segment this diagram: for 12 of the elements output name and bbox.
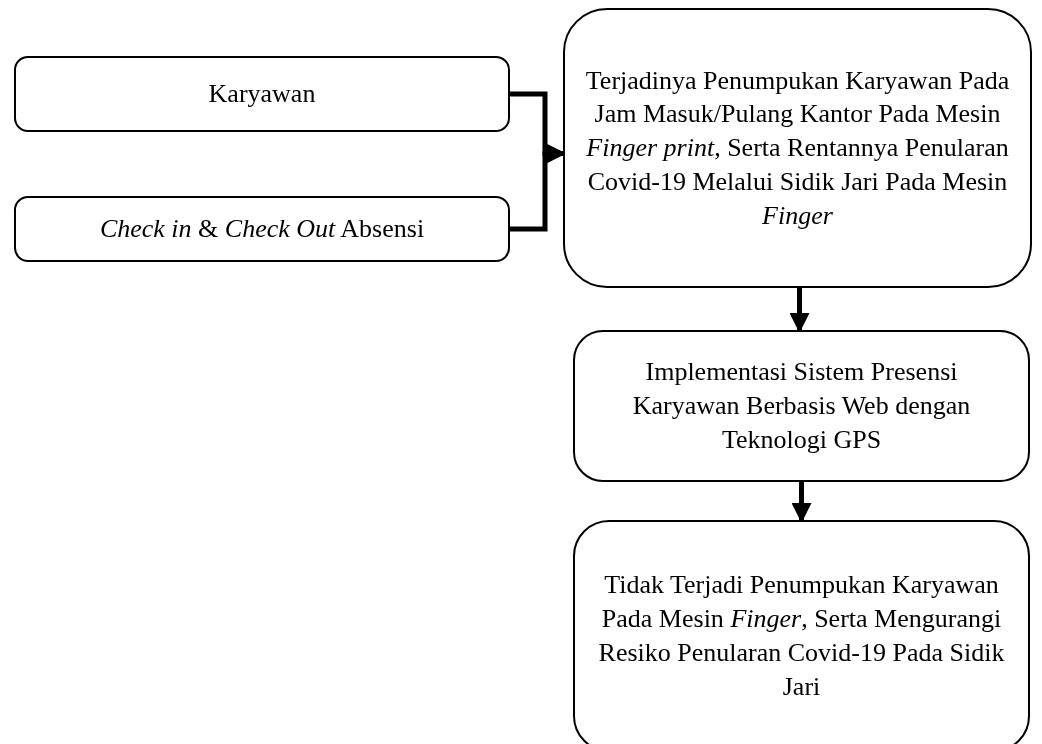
arrow bbox=[789, 288, 810, 333]
process-box bbox=[573, 520, 1030, 744]
process-box bbox=[563, 8, 1032, 288]
box-text: Karyawan bbox=[208, 78, 316, 111]
arrow bbox=[791, 482, 812, 523]
process-box bbox=[14, 56, 510, 132]
box-text: Check in & Check Out Absensi bbox=[99, 213, 425, 246]
box-text: Implementasi Sistem Presensi Karyawan Berbasis Web dengan Teknologi GPS bbox=[631, 356, 972, 456]
process-box bbox=[573, 330, 1030, 482]
process-box bbox=[14, 196, 510, 262]
box-text: Terjadinya Penumpukan Karyawan Pada Jam Masuk/Pulang Kantor Pada Mesin Finger print, Serta Rentannya Penularan Covid-19 Melalui Sidik Jari Pada Mesin Finger bbox=[584, 64, 1011, 232]
box-text: Tidak Terjadi Penumpukan Karyawan Pada Mesin Finger, Serta Mengurangi Resiko Penularan Covid-19 Pada Sidik Jari bbox=[597, 569, 1006, 703]
